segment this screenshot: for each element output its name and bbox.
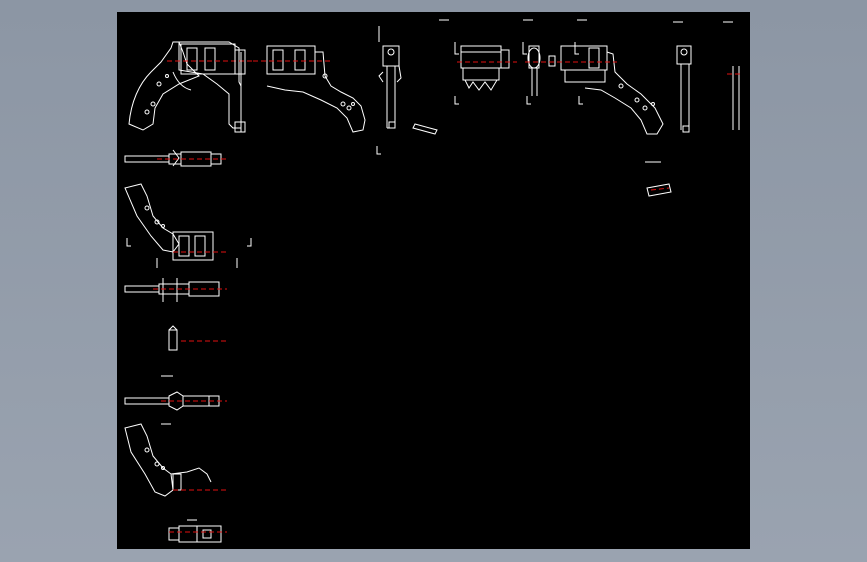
small-part-detail	[645, 161, 672, 197]
cylinder-top-detail	[525, 45, 557, 96]
barrel-section	[168, 519, 227, 543]
view-labels	[439, 19, 733, 23]
barrel-section	[124, 149, 227, 167]
drawing-canvas[interactable]	[117, 12, 750, 549]
right-side-view	[557, 45, 664, 135]
left-side-view	[124, 423, 229, 497]
small-part-detail	[412, 123, 438, 135]
frame-top-detail	[168, 325, 229, 351]
section-marks	[376, 26, 583, 155]
left-side-view	[128, 41, 257, 133]
barrel-section	[124, 375, 227, 411]
rear-view	[676, 45, 743, 133]
grip-side-view	[253, 45, 366, 133]
front-view	[378, 45, 402, 129]
cad-drawing	[124, 19, 743, 543]
cylinder-side-view	[457, 45, 517, 91]
grip-side-view	[124, 183, 252, 268]
barrel-section	[124, 278, 227, 302]
